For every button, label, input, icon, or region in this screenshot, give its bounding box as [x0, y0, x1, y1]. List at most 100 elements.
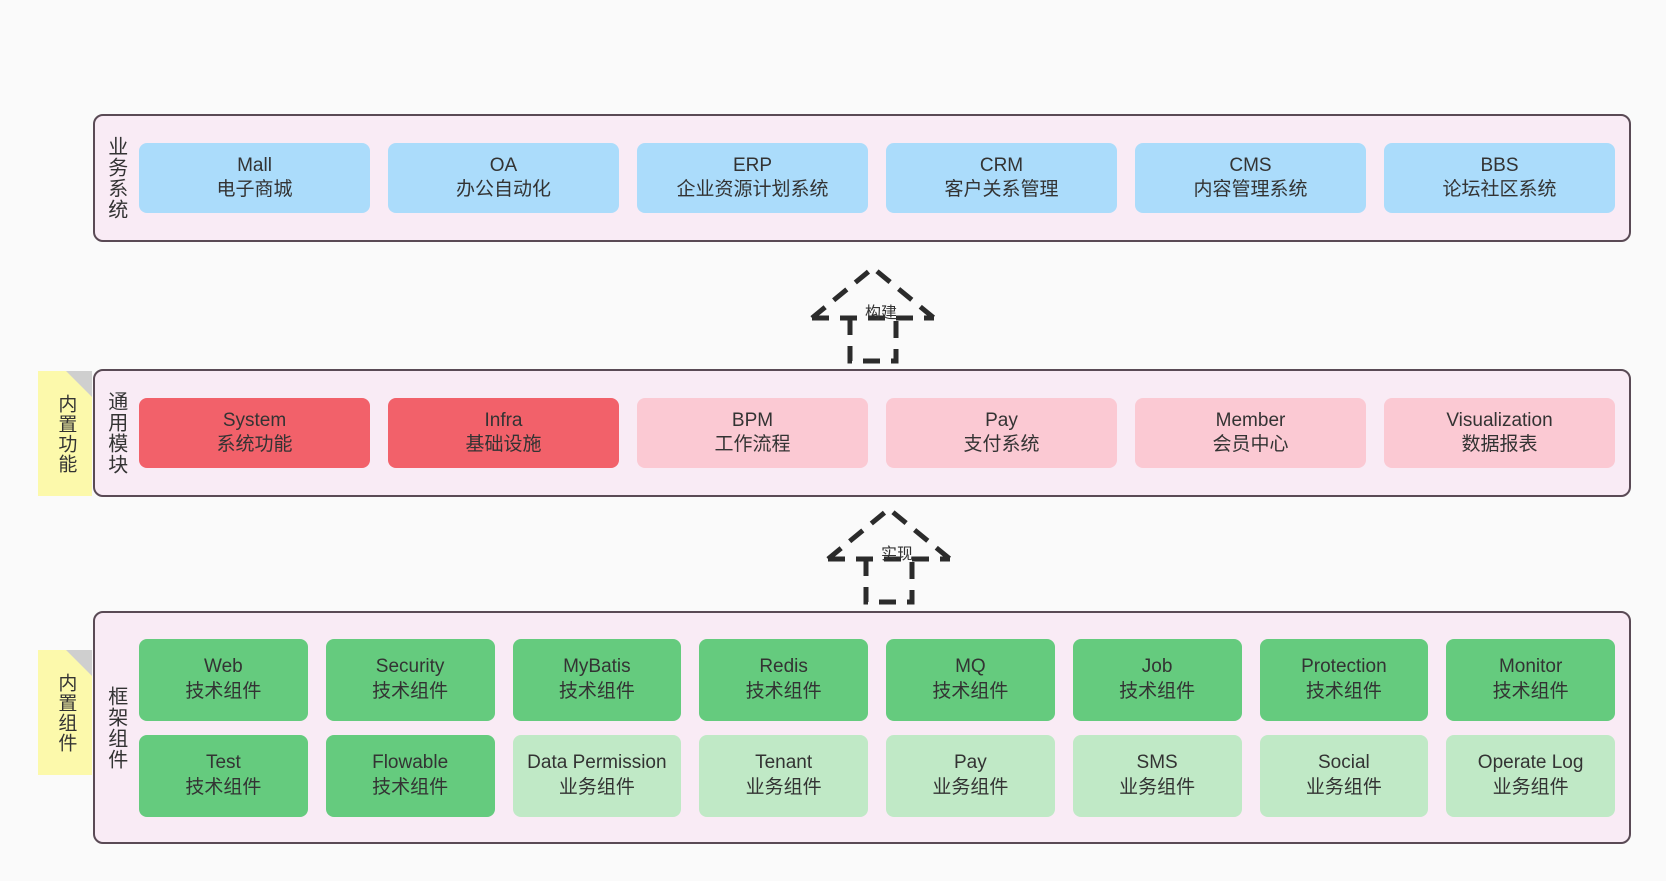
card-title: Data Permission — [527, 752, 667, 774]
card-infra[interactable]: Infra 基础设施 — [388, 398, 619, 468]
card-title: Infra — [484, 409, 523, 431]
card-title: Operate Log — [1477, 752, 1584, 774]
note-builtin-functions: 内置功能 — [38, 371, 92, 496]
generalization-arrow-build-icon — [810, 264, 936, 364]
card-title: Monitor — [1498, 656, 1563, 678]
card-title: Social — [1318, 752, 1370, 774]
card-bbs[interactable]: BBS 论坛社区系统 — [1384, 143, 1615, 213]
card-erp[interactable]: ERP 企业资源计划系统 — [637, 143, 868, 213]
card-subtitle: 基础设施 — [465, 434, 542, 455]
card-subtitle: 数据报表 — [1461, 434, 1538, 455]
card-operate-log[interactable]: Operate Log 业务组件 — [1446, 734, 1615, 817]
card-row: System 系统功能 Infra 基础设施 BPM 工作流程 Pay 支付系统… — [139, 398, 1615, 468]
card-title: CRM — [979, 154, 1024, 176]
card-title: ERP — [732, 154, 773, 176]
card-subtitle: 技术组件 — [1492, 680, 1569, 702]
card-title: BBS — [1480, 154, 1519, 176]
card-subtitle: 技术组件 — [372, 776, 449, 798]
note-builtin-components: 内置组件 — [38, 650, 92, 775]
card-mall[interactable]: Mall 电子商城 — [139, 143, 370, 213]
card-data-permission[interactable]: Data Permission 业务组件 — [512, 734, 682, 817]
card-bpm[interactable]: BPM 工作流程 — [637, 398, 868, 468]
card-subtitle: 企业资源计划系统 — [676, 179, 829, 200]
card-subtitle: 支付系统 — [963, 434, 1040, 455]
card-system[interactable]: System 系统功能 — [139, 398, 370, 468]
layer-title-business-system: 业务系统 — [104, 136, 127, 220]
arrow-label-build: 构建 — [865, 305, 898, 322]
page-fold-icon — [66, 650, 92, 676]
card-mybatis[interactable]: MyBatis 技术组件 — [512, 638, 682, 721]
card-subtitle: 技术组件 — [185, 680, 262, 702]
card-oa[interactable]: OA 办公自动化 — [388, 143, 619, 213]
layer-title-common-module: 通用模块 — [104, 391, 127, 475]
card-web[interactable]: Web 技术组件 — [139, 638, 308, 721]
layer-body-common-module: System 系统功能 Infra 基础设施 BPM 工作流程 Pay 支付系统… — [135, 371, 1629, 495]
layer-body-business-system: Mall 电子商城 OA 办公自动化 ERP 企业资源计划系统 CRM 客户关系… — [135, 116, 1629, 240]
card-subtitle: 论坛社区系统 — [1442, 179, 1557, 200]
layer-title-framework-component: 框架组件 — [104, 685, 127, 770]
card-subtitle: 业务组件 — [1492, 776, 1569, 798]
card-flowable[interactable]: Flowable 技术组件 — [325, 734, 495, 817]
card-title: MyBatis — [563, 656, 631, 678]
card-title: Test — [205, 752, 241, 774]
card-member[interactable]: Member 会员中心 — [1135, 398, 1366, 468]
card-test[interactable]: Test 技术组件 — [139, 734, 308, 817]
card-job[interactable]: Job 技术组件 — [1072, 638, 1242, 721]
card-pay-business[interactable]: Pay 业务组件 — [886, 734, 1055, 817]
card-row: Test 技术组件 Flowable 技术组件 Data Permission … — [139, 734, 1615, 817]
card-social[interactable]: Social 业务组件 — [1259, 734, 1429, 817]
card-title: Flowable — [372, 752, 449, 774]
page-fold-icon — [66, 371, 92, 397]
layer-common-module: 通用模块 System 系统功能 Infra 基础设施 BPM 工作流程 Pay… — [93, 369, 1631, 497]
card-crm[interactable]: CRM 客户关系管理 — [886, 143, 1117, 213]
card-title: Visualization — [1446, 409, 1553, 431]
card-title: Pay — [954, 752, 987, 774]
card-subtitle: 业务组件 — [932, 776, 1009, 798]
layer-framework-component: 框架组件 Web 技术组件 Security 技术组件 MyBatis 技术组件… — [93, 611, 1631, 844]
card-protection[interactable]: Protection 技术组件 — [1259, 638, 1429, 721]
card-subtitle: 工作流程 — [714, 434, 791, 455]
card-row: Mall 电子商城 OA 办公自动化 ERP 企业资源计划系统 CRM 客户关系… — [139, 143, 1615, 213]
card-visualization[interactable]: Visualization 数据报表 — [1384, 398, 1615, 468]
card-title: BPM — [731, 409, 774, 431]
layer-body-framework-component: Web 技术组件 Security 技术组件 MyBatis 技术组件 Redi… — [135, 613, 1629, 842]
card-subtitle: 业务组件 — [558, 776, 635, 798]
card-title: Member — [1215, 409, 1286, 431]
card-title: CMS — [1229, 154, 1272, 176]
card-mq[interactable]: MQ 技术组件 — [886, 638, 1055, 721]
card-subtitle: 电子商城 — [216, 179, 293, 200]
card-title: Redis — [759, 656, 808, 678]
card-sms[interactable]: SMS 业务组件 — [1072, 734, 1242, 817]
card-title: MQ — [955, 656, 986, 678]
card-subtitle: 系统功能 — [216, 434, 293, 455]
card-monitor[interactable]: Monitor 技术组件 — [1446, 638, 1615, 721]
card-subtitle: 技术组件 — [372, 680, 449, 702]
card-tenant[interactable]: Tenant 业务组件 — [699, 734, 868, 817]
generalization-arrow-implement: 实现 — [814, 503, 964, 605]
card-title: Tenant — [755, 752, 813, 774]
note-label: 内置功能 — [55, 393, 77, 474]
card-security[interactable]: Security 技术组件 — [325, 638, 495, 721]
card-subtitle: 技术组件 — [1305, 680, 1382, 702]
card-title: Pay — [985, 409, 1018, 431]
card-redis[interactable]: Redis 技术组件 — [699, 638, 868, 721]
card-subtitle: 业务组件 — [1305, 776, 1382, 798]
card-cms[interactable]: CMS 内容管理系统 — [1135, 143, 1366, 213]
card-title: OA — [489, 154, 518, 176]
card-title: Protection — [1301, 656, 1387, 678]
card-subtitle: 会员中心 — [1212, 434, 1289, 455]
arrow-label-implement: 实现 — [881, 546, 914, 563]
card-subtitle: 技术组件 — [932, 680, 1009, 702]
generalization-arrow-build: 构建 — [798, 262, 948, 364]
card-subtitle: 技术组件 — [558, 680, 635, 702]
card-title: Mall — [237, 154, 272, 176]
card-title: Web — [204, 656, 243, 678]
card-title: Job — [1141, 656, 1173, 678]
card-row: Web 技术组件 Security 技术组件 MyBatis 技术组件 Redi… — [139, 638, 1615, 721]
card-subtitle: 内容管理系统 — [1193, 179, 1308, 200]
card-subtitle: 技术组件 — [1119, 680, 1196, 702]
layer-business-system: 业务系统 Mall 电子商城 OA 办公自动化 ERP 企业资源计划系统 CRM… — [93, 114, 1631, 242]
card-title: Security — [375, 656, 445, 678]
card-pay[interactable]: Pay 支付系统 — [886, 398, 1117, 468]
generalization-arrow-implement-icon — [826, 505, 952, 605]
